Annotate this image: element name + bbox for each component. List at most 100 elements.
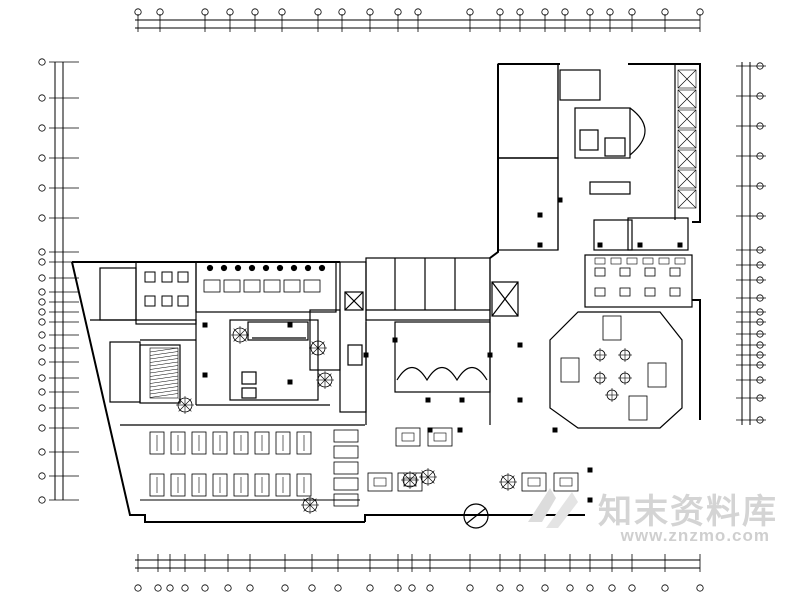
grid-bubble xyxy=(756,394,764,402)
octagon-lounge xyxy=(549,311,683,429)
exterior-walls xyxy=(71,63,701,523)
grid-bubble xyxy=(38,274,46,282)
east-dining-room xyxy=(584,254,693,308)
grid-bubble xyxy=(224,584,232,592)
grid-bubble xyxy=(334,584,342,592)
planter xyxy=(419,468,437,486)
sofa xyxy=(647,362,667,388)
middle-rooms xyxy=(365,257,519,425)
grid-bubble xyxy=(756,92,764,100)
grid-bubble xyxy=(394,8,402,16)
revolving-door xyxy=(463,503,489,529)
grid-bubble xyxy=(38,288,46,296)
right-dimension-line xyxy=(736,62,766,425)
booth xyxy=(296,473,312,497)
booth xyxy=(149,431,165,455)
booth xyxy=(233,431,249,455)
booth xyxy=(170,473,186,497)
dining-chair xyxy=(262,264,270,272)
table xyxy=(669,287,681,297)
grid-bubble xyxy=(38,184,46,192)
booth xyxy=(333,461,359,475)
booth xyxy=(333,445,359,459)
grid-bubble xyxy=(38,331,46,339)
grid-bubble xyxy=(496,584,504,592)
booth xyxy=(149,473,165,497)
desk xyxy=(161,271,173,283)
column xyxy=(392,337,398,343)
booth xyxy=(254,431,270,455)
chair-row xyxy=(674,257,686,265)
grid-bubble xyxy=(38,124,46,132)
grid-bubble xyxy=(408,584,416,592)
grid-bubble xyxy=(696,8,704,16)
grid-bubble xyxy=(38,58,46,66)
watermark-logo-icon xyxy=(528,488,578,528)
chair-row xyxy=(642,257,654,265)
grid-bubble xyxy=(466,584,474,592)
grid-bubble xyxy=(756,182,764,190)
sofa-set xyxy=(553,472,579,492)
dining-chair xyxy=(318,264,326,272)
booth xyxy=(233,473,249,497)
sofa-set xyxy=(397,472,423,492)
grid-bubble xyxy=(38,388,46,396)
round-table xyxy=(605,388,619,402)
column xyxy=(537,212,543,218)
counter xyxy=(303,279,321,293)
column xyxy=(677,242,683,248)
grid-bubble xyxy=(756,261,764,269)
grid-bubble xyxy=(38,308,46,316)
grid-bubble xyxy=(496,8,504,16)
grid-bubble xyxy=(38,424,46,432)
sofa-set xyxy=(367,472,393,492)
dining-chair xyxy=(290,264,298,272)
dining-chair xyxy=(248,264,256,272)
grid-bubble xyxy=(466,8,474,16)
grid-bubble xyxy=(366,8,374,16)
desk xyxy=(177,271,189,283)
grid-bubble xyxy=(756,361,764,369)
desk xyxy=(144,295,156,307)
column xyxy=(517,397,523,403)
grid-bubble xyxy=(696,584,704,592)
table xyxy=(644,287,656,297)
grid-bubble xyxy=(426,584,434,592)
grid-bubble xyxy=(38,298,46,306)
grid-bubble xyxy=(38,318,46,326)
column xyxy=(587,467,593,473)
planter xyxy=(401,471,419,489)
grid-bubble xyxy=(756,62,764,70)
column xyxy=(427,427,433,433)
column xyxy=(425,397,431,403)
brace xyxy=(677,69,697,89)
booth xyxy=(191,473,207,497)
booth xyxy=(170,431,186,455)
column xyxy=(287,322,293,328)
column xyxy=(287,379,293,385)
chair-row xyxy=(658,257,670,265)
grid-bubble xyxy=(38,154,46,162)
grid-bubble xyxy=(154,584,162,592)
column xyxy=(537,242,543,248)
grid-bubble xyxy=(606,8,614,16)
booth xyxy=(191,431,207,455)
counter xyxy=(223,279,241,293)
planter xyxy=(231,326,249,344)
sofa xyxy=(560,357,580,383)
dining-chair xyxy=(276,264,284,272)
grid-bubble xyxy=(756,152,764,160)
grid-bubble xyxy=(756,376,764,384)
bottom-dimension-line xyxy=(134,554,704,592)
grid-bubble xyxy=(756,416,764,424)
grid-bubble xyxy=(156,8,164,16)
round-table xyxy=(618,348,632,362)
grid-bubble xyxy=(201,8,209,16)
grid-bubble xyxy=(756,276,764,284)
planter-symbols xyxy=(176,326,517,514)
brace xyxy=(677,149,697,169)
booth xyxy=(333,477,359,491)
sofa xyxy=(628,395,648,421)
booth xyxy=(275,473,291,497)
